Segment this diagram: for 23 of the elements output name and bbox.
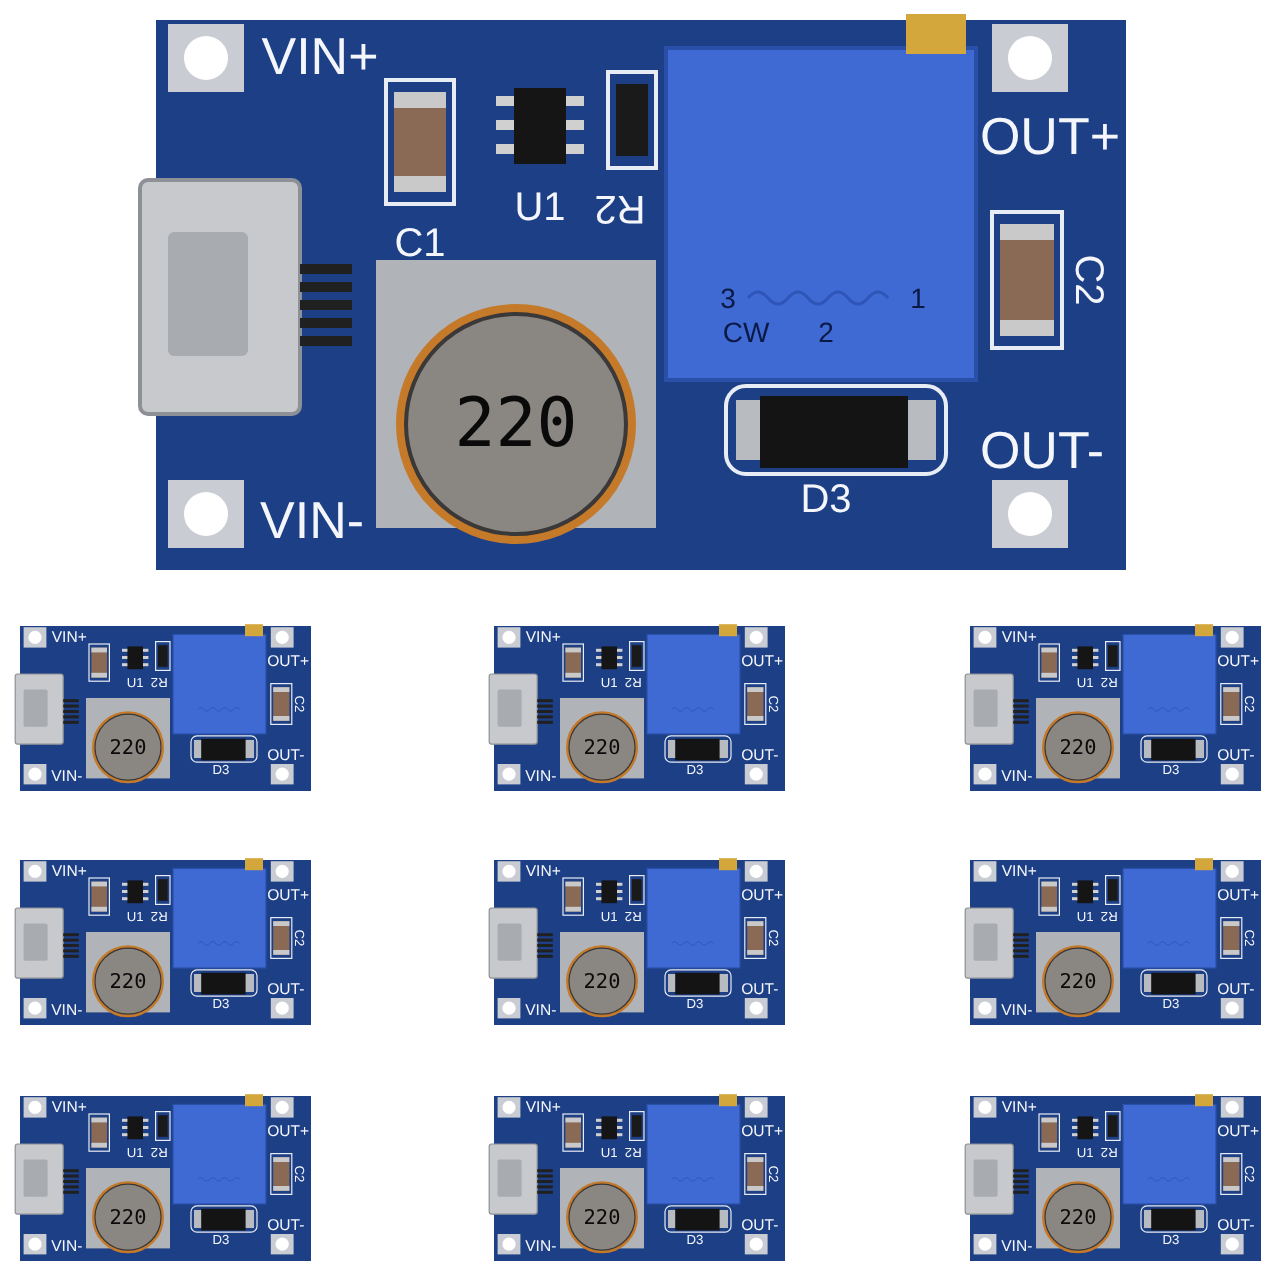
part-marking: CW [722,318,770,346]
silkscreen-label: U1 [514,188,566,228]
silkscreen-label: VIN- [260,494,364,546]
part-marking: 220 [1059,1207,1097,1228]
silkscreen-label: VIN+ [261,30,379,82]
part-marking: 220 [583,1207,621,1228]
part-marking: 1 [910,284,926,312]
silkscreen-label: D3 [800,480,852,520]
part-marking: 220 [109,971,147,992]
part-marking: 220 [109,737,147,758]
part-marking: 2 [818,318,834,346]
part-marking: 3 [720,284,736,312]
silkscreen-label: OUT+ [979,110,1121,162]
part-marking: 220 [1059,737,1097,758]
part-marking: 220 [583,971,621,992]
part-marking: 220 [109,1207,147,1228]
part-marking: 220 [454,390,578,458]
part-marking: 220 [583,737,621,758]
part-marking: 220 [1059,971,1097,992]
silkscreen-label: C2 [1068,254,1108,306]
silkscreen-label: OUT- [979,424,1105,476]
silkscreen-label: R2 [594,188,646,228]
silkscreen-label: C1 [394,224,446,264]
